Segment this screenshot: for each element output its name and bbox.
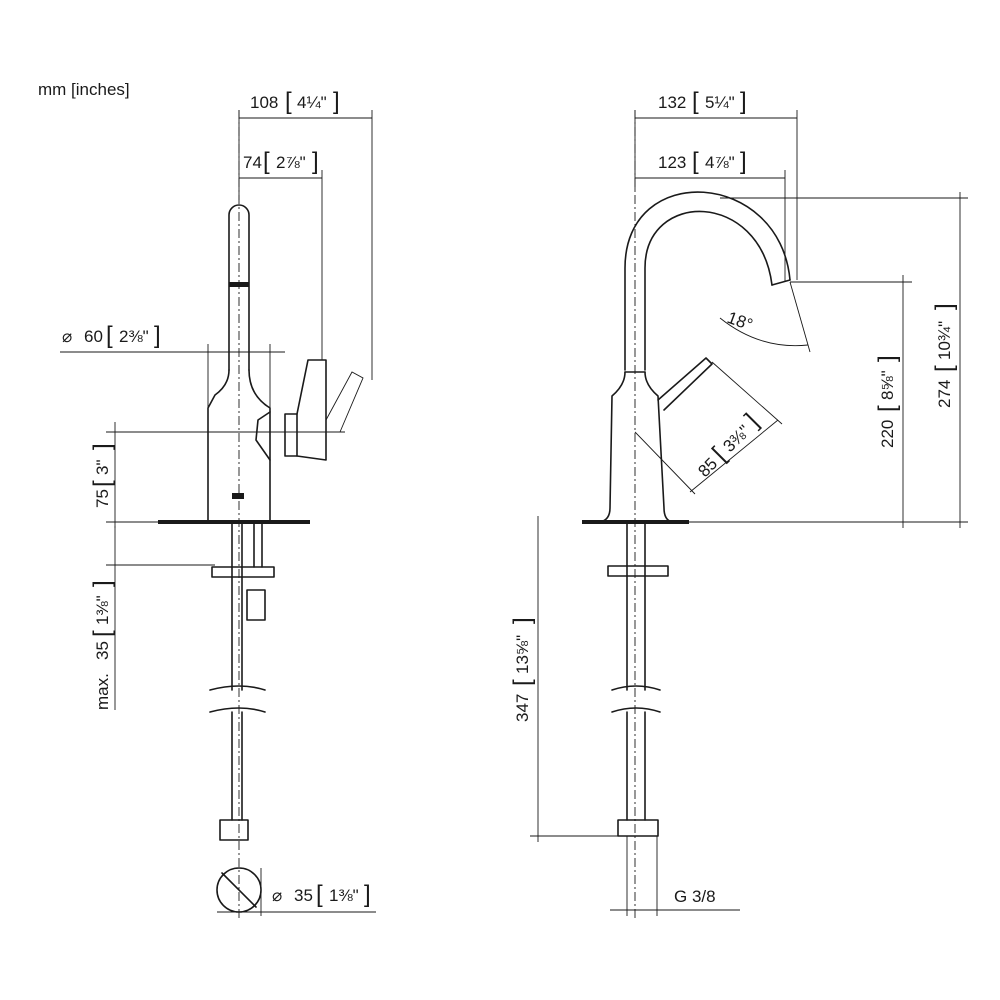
dim-hole35-in: 1⅜" bbox=[329, 886, 359, 905]
left-nut bbox=[211, 566, 275, 578]
bracket-open: [ bbox=[874, 405, 901, 412]
dim-60-mm: 60 bbox=[84, 327, 103, 346]
left-aerator-mark bbox=[229, 282, 249, 287]
left-handle-joint bbox=[284, 413, 298, 457]
dim-274-mm: 274 bbox=[935, 380, 954, 408]
dim-108-mm: 108 bbox=[250, 93, 278, 112]
dim-75-in: 3" bbox=[93, 460, 112, 476]
left-hole-cross bbox=[221, 872, 257, 908]
dim-max35-mm: 35 bbox=[93, 641, 112, 660]
left-handle-hub bbox=[255, 411, 271, 461]
right-body-outline-right bbox=[644, 371, 673, 523]
bracket-close: ] bbox=[364, 881, 371, 908]
right-nut bbox=[607, 565, 669, 577]
ext-line bbox=[711, 361, 783, 425]
left-view: 108 [ 4¼" ] 74 [ 2⅞" ] ⌀ 60 [ 2⅜" ] 75 [… bbox=[60, 88, 376, 920]
left-spout-column bbox=[228, 204, 250, 371]
dim-hole35-mm: 35 bbox=[294, 886, 313, 905]
bracket-open: [ bbox=[89, 630, 116, 637]
angle-arc bbox=[719, 317, 809, 347]
right-spout-inner bbox=[644, 210, 773, 371]
dim-60-in: 2⅜" bbox=[119, 327, 149, 346]
right-break-line-2 bbox=[611, 707, 661, 713]
left-handle-lever bbox=[296, 359, 327, 461]
dim-74-mm: 74 bbox=[243, 153, 262, 172]
right-spout-outer bbox=[624, 191, 791, 371]
dim-max35-in: 1⅜" bbox=[93, 595, 112, 625]
right-body-outline bbox=[599, 371, 626, 523]
dim-123-in: 4⅞" bbox=[705, 153, 735, 172]
bracket-close: ] bbox=[312, 148, 319, 175]
right-end-fitting bbox=[617, 819, 659, 837]
dim-line-85 bbox=[689, 419, 779, 493]
left-body-outline bbox=[207, 369, 230, 523]
bracket-open: [ bbox=[316, 881, 323, 908]
dim-220-in: 8⅝" bbox=[878, 370, 897, 400]
ext-line bbox=[634, 431, 696, 495]
bracket-close: ] bbox=[740, 88, 747, 115]
bracket-close: ] bbox=[874, 355, 901, 362]
units-label: mm [inches] bbox=[38, 80, 130, 99]
dim-274-in: 10¾" bbox=[935, 321, 954, 360]
dim-132-mm: 132 bbox=[658, 93, 686, 112]
bracket-open: [ bbox=[89, 480, 116, 487]
dim-hole35-prefix: ⌀ bbox=[272, 886, 282, 905]
left-break-line bbox=[209, 685, 266, 691]
dim-347-in: 13⅝" bbox=[513, 635, 532, 674]
bracket-open: [ bbox=[509, 679, 536, 686]
bracket-open: [ bbox=[931, 365, 958, 372]
right-break-line bbox=[611, 685, 661, 691]
dim-thread: G 3/8 bbox=[674, 887, 716, 906]
bracket-close: ] bbox=[931, 303, 958, 310]
bracket-open: [ bbox=[692, 88, 699, 115]
dim-85-in: 3⅜" bbox=[719, 421, 753, 455]
left-hose-fitting bbox=[246, 589, 266, 621]
dim-108-in: 4¼" bbox=[297, 93, 327, 112]
dim-75-mm: 75 bbox=[93, 489, 112, 508]
dim-max35-prefix: max. bbox=[93, 673, 112, 710]
left-logo-mark bbox=[232, 493, 244, 499]
dim-74-in: 2⅞" bbox=[276, 153, 306, 172]
dim-123-mm: 123 bbox=[658, 153, 686, 172]
left-base-plate bbox=[158, 520, 310, 524]
angle-line bbox=[789, 281, 811, 353]
dim-60-prefix: ⌀ bbox=[62, 327, 72, 346]
right-base-plate bbox=[582, 520, 689, 524]
left-break-line-2 bbox=[209, 707, 266, 713]
left-handle-alt bbox=[325, 371, 364, 433]
bracket-open: [ bbox=[285, 88, 292, 115]
bracket-close: ] bbox=[154, 322, 161, 349]
right-lever bbox=[657, 357, 713, 411]
bracket-close: ] bbox=[89, 443, 116, 450]
bracket-open: [ bbox=[106, 322, 113, 349]
bracket-open: [ bbox=[263, 148, 270, 175]
dim-132-in: 5¼" bbox=[705, 93, 735, 112]
bracket-open: [ bbox=[692, 148, 699, 175]
bracket-close: ] bbox=[333, 88, 340, 115]
dim-347-mm: 347 bbox=[513, 694, 532, 722]
bracket-close: ] bbox=[509, 617, 536, 624]
left-end-fitting bbox=[219, 819, 249, 841]
bracket-close: ] bbox=[740, 148, 747, 175]
right-view: 132 [ 5¼" ] 123 [ 4⅞" ] 18° 85 [ 3⅜" ] 2… bbox=[509, 88, 968, 920]
dim-220-mm: 220 bbox=[878, 420, 897, 448]
right-spout-tip bbox=[771, 279, 791, 286]
dim-angle: 18° bbox=[725, 308, 756, 335]
bracket-close: ] bbox=[89, 580, 116, 587]
